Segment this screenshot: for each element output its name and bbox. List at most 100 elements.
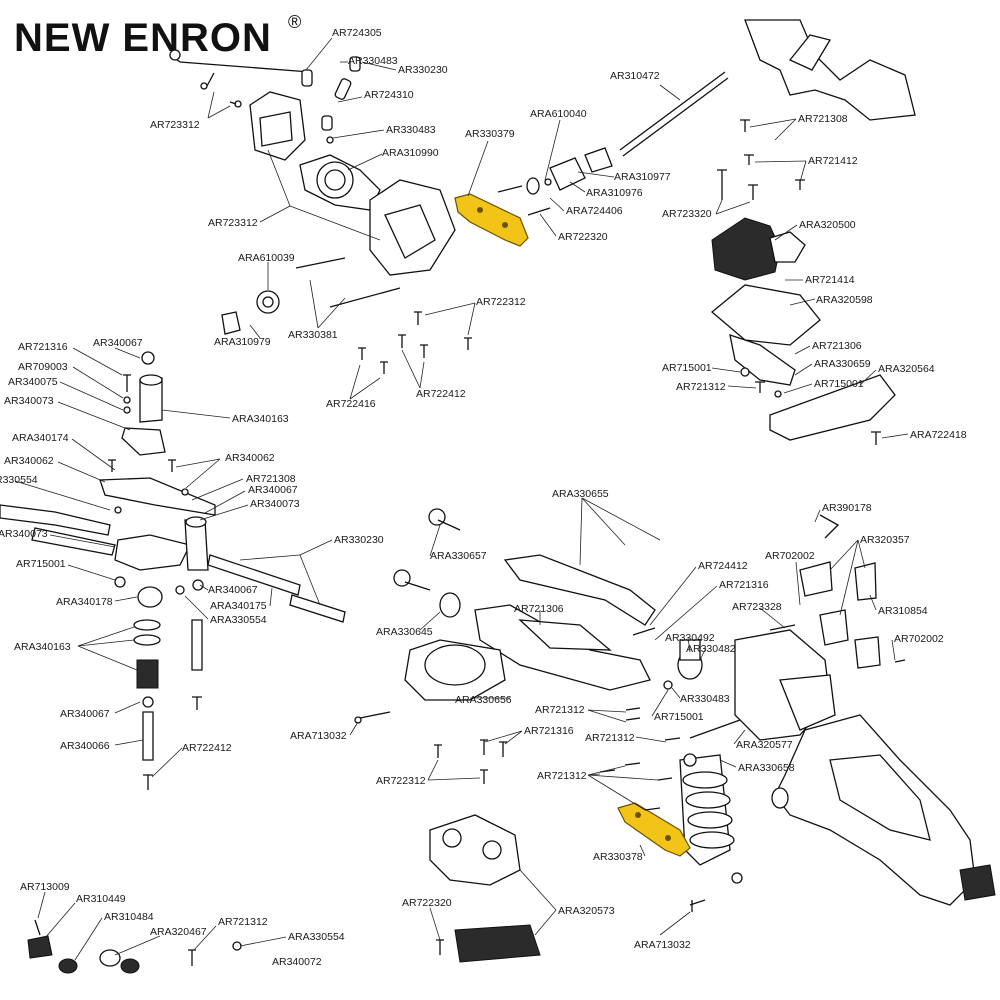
part-label: AR724412 [698,560,748,572]
ball-link [301,69,313,87]
part-label: AR713009 [20,881,70,893]
part-label: AR340062 [225,452,275,464]
part-label: AR721312 [535,704,585,716]
part-label: AR340062 [4,455,54,467]
highlighted-part-ar330378 [617,802,691,857]
screw [894,659,906,663]
turnbuckle [289,594,346,623]
screw [123,374,131,392]
part-label: AR340067 [93,337,143,349]
part-labels: AR724305 AR330483 AR330230 AR724310 AR72… [0,27,967,968]
screw [464,337,472,350]
part-label: AR330492 [665,632,715,644]
part-label: ARA330554 [210,614,267,626]
screw [744,154,754,165]
screw [359,711,391,719]
nut [663,680,673,690]
part-label: AR340067 [248,484,298,496]
part-label: AR330482 [686,643,736,655]
part-label: AR340073 [4,395,54,407]
highlighted-part-ar330379 [454,193,529,247]
part-label: AR721316 [524,725,574,737]
part-label: AR722320 [402,897,452,909]
part-label: AR340067 [60,708,110,720]
screw [769,624,796,631]
screw-shaft [206,72,215,87]
ball-link [321,115,333,131]
part-label: AR340067 [208,584,258,596]
part-label: AR721412 [808,155,858,167]
body-panel-fragment [744,19,916,121]
rod-end [854,562,877,601]
bearing-inner [262,296,274,308]
lower-arm-web [518,619,612,651]
ball-end [393,569,411,587]
part-label: ARA310979 [214,336,271,348]
screw [624,762,641,766]
hub-carrier [819,609,849,646]
pin [34,919,41,936]
mount-bore [442,828,462,848]
part-drawings [0,19,996,974]
clip [819,514,840,539]
part-label: ARA724406 [566,205,623,217]
spring [137,586,163,608]
part-label: AR724305 [332,27,382,39]
part-label: AR721312 [585,732,635,744]
pivot-screw [437,519,461,531]
part-label: AR340073 [250,498,300,510]
nut [27,935,53,959]
screw [689,899,706,912]
part-label: ARA320467 [150,926,207,938]
output-cup [584,147,613,173]
part-label: ARA320500 [799,219,856,231]
screw [168,459,176,472]
nut [774,390,782,398]
bearing [58,958,78,974]
part-label: ARA340178 [56,596,113,608]
ball [181,488,189,496]
screw [480,769,488,784]
part-label: AR722312 [476,296,526,308]
steering-arm [114,534,191,571]
screw [740,119,750,132]
ring-gear-hub [324,169,346,191]
post-pin [191,619,203,671]
screw [625,717,641,721]
part-label: ARA310990 [382,147,439,159]
screw [188,949,196,966]
screw [755,381,765,393]
rear-arm-web [829,754,931,841]
screw [380,361,388,374]
part-label: AR330230 [334,534,384,546]
part-label: AR330230 [398,64,448,76]
part-label: AR715001 [16,558,66,570]
part-label: AR310854 [878,605,928,617]
coil [682,771,728,789]
screw [414,311,422,325]
screw-head [200,82,208,90]
part-label: ARA330655 [552,488,609,500]
tie-rod [31,527,116,556]
screw [108,459,116,472]
part-label: AR330483 [680,693,730,705]
gearbox-housing-face [384,204,436,259]
screw [664,737,681,741]
part-label: ARA320598 [816,294,873,306]
part-label: AR723320 [662,208,712,220]
part-label: ARA330645 [376,626,433,638]
bulkhead-block [711,217,781,281]
screw [499,741,507,757]
shock-tower-face [779,674,836,731]
registered-mark: ® [288,12,301,32]
ball [123,396,131,404]
mount-hole [635,812,641,818]
part-label: AR721312 [218,916,268,928]
bulkhead-bottom [454,924,541,963]
o-ring [99,949,121,967]
part-label: ARA713032 [290,730,347,742]
part-label: AR330381 [288,329,338,341]
steering-bellcrank [121,427,166,456]
mount-hole [502,222,508,228]
